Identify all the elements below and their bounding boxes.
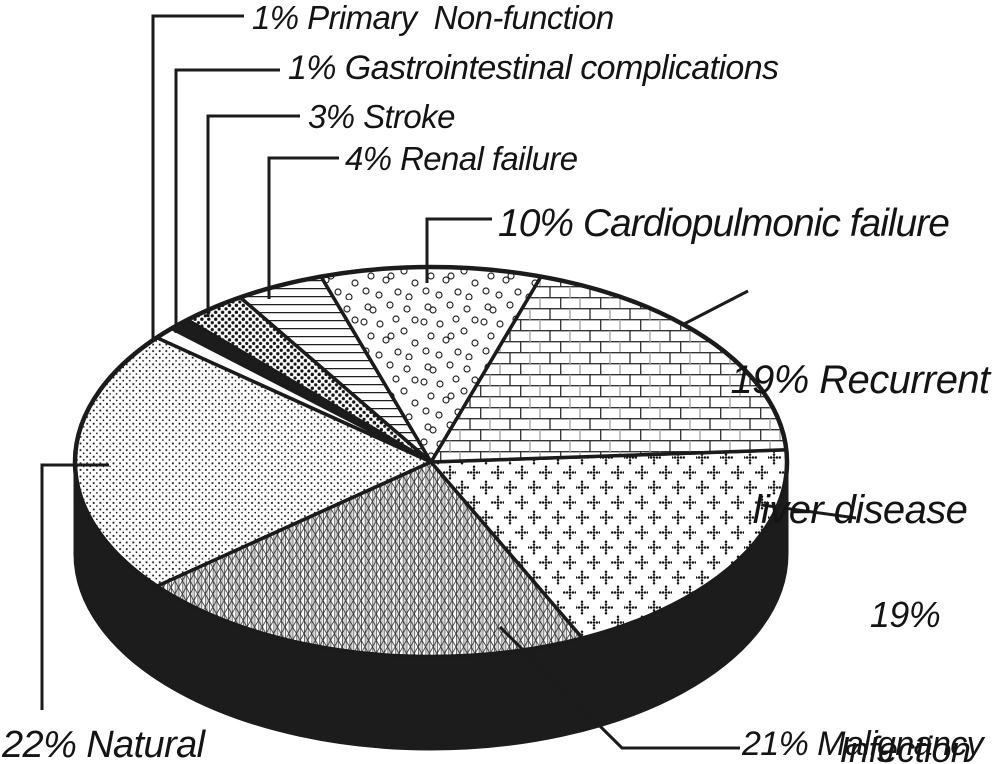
label-cardiopulmonic-failure: 10% Cardiopulmonic failure	[498, 202, 950, 245]
label-gastrointestinal-complications: 1% Gastrointestinal complications	[288, 49, 779, 87]
label-recurrent-line1: 19% Recurrent	[730, 358, 991, 403]
leader-line-primary-non-function	[151, 14, 244, 341]
leader-line-recurrent	[683, 289, 749, 326]
label-malignancy: 21% Malignancy	[742, 725, 984, 763]
leader-line-stroke	[206, 114, 300, 317]
label-recurrent-line2: liver disease	[752, 487, 968, 532]
label-recurrent-liver-disease: 19% Recurrent liver disease	[728, 273, 992, 619]
label-natural: 22% Natural	[2, 724, 205, 764]
leader-line-gastrointestinal	[174, 68, 280, 333]
leader-line-cardiopulmonic	[425, 217, 492, 283]
leader-line-malignancy	[498, 625, 740, 750]
label-primary-non-function: 1% Primary Non-function	[252, 0, 614, 36]
label-infection-line2: Infection	[839, 729, 971, 764]
label-renal-failure: 4% Renal failure	[345, 140, 578, 177]
label-infection-line1: 19%	[869, 594, 941, 635]
leader-line-infection	[761, 503, 857, 520]
label-stroke: 3% Stroke	[308, 98, 455, 135]
label-infection: 19% Infection	[815, 502, 995, 764]
leader-line-renal-failure	[267, 156, 339, 299]
leader-line-natural	[40, 463, 109, 710]
pie-outline	[72, 264, 790, 660]
